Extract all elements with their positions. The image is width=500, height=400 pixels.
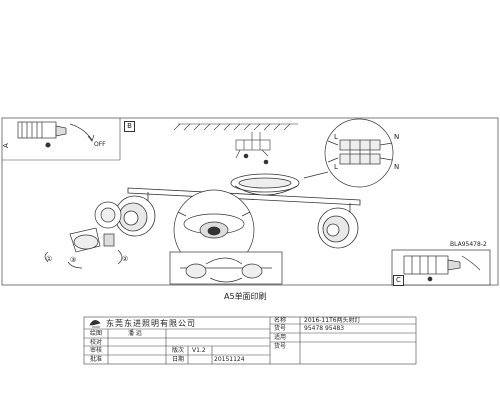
box-label-b: B [124, 121, 135, 132]
box-label-c: C [393, 275, 404, 286]
ceiling-mount [173, 123, 298, 131]
sheet-frame [1, 117, 499, 286]
company-logo [89, 320, 101, 328]
name-value: 2016-11T6两头射灯 [304, 317, 361, 324]
fixture-bar [127, 173, 361, 206]
socket-removal-detail [169, 251, 283, 285]
drawing-number: BLA95478-2 [450, 241, 487, 248]
spot-head-right [317, 203, 359, 249]
model-label: 货号 [274, 325, 287, 332]
approver-label: 批准 [90, 356, 103, 363]
date-label: 日期 [172, 356, 185, 363]
date-value: 20151124 [214, 356, 245, 363]
reviewer-label: 审核 [90, 347, 103, 354]
designer-value: 潘 远 [128, 330, 142, 337]
bulb-insertion-detail [44, 201, 123, 269]
callout-3: ③ [70, 256, 77, 264]
designer-label: 绘图 [90, 330, 103, 337]
name-label: 名称 [274, 317, 287, 324]
switch-detail-a [17, 121, 95, 148]
wire-label-l: L [334, 133, 338, 141]
terminal-block-detail [303, 118, 394, 188]
item-label: 货号 [274, 343, 287, 350]
terminal-detail-c [391, 249, 491, 286]
model-value: 95478 95483 [304, 325, 345, 332]
wire-label-n: N [394, 133, 400, 141]
callout-2: ② [122, 255, 129, 263]
company-name: 东莞东进照明有限公司 [106, 319, 196, 328]
box-label-a: A [2, 143, 10, 148]
off-label: OFF [94, 141, 106, 148]
callout-1: ① [46, 255, 53, 263]
usage-label: 适用 [274, 334, 287, 341]
print-note: A5单面印刷 [224, 292, 267, 301]
wiring-junction [235, 132, 271, 165]
title-block [83, 316, 417, 365]
wire-label-n-bottom: N [394, 163, 400, 171]
lamp-socket-detail [173, 189, 255, 271]
wire-label-l-bottom: L [334, 163, 338, 171]
version-label: 版次 [172, 347, 185, 354]
version-value: V1.2 [192, 347, 206, 354]
checker-label: 校对 [90, 339, 103, 346]
